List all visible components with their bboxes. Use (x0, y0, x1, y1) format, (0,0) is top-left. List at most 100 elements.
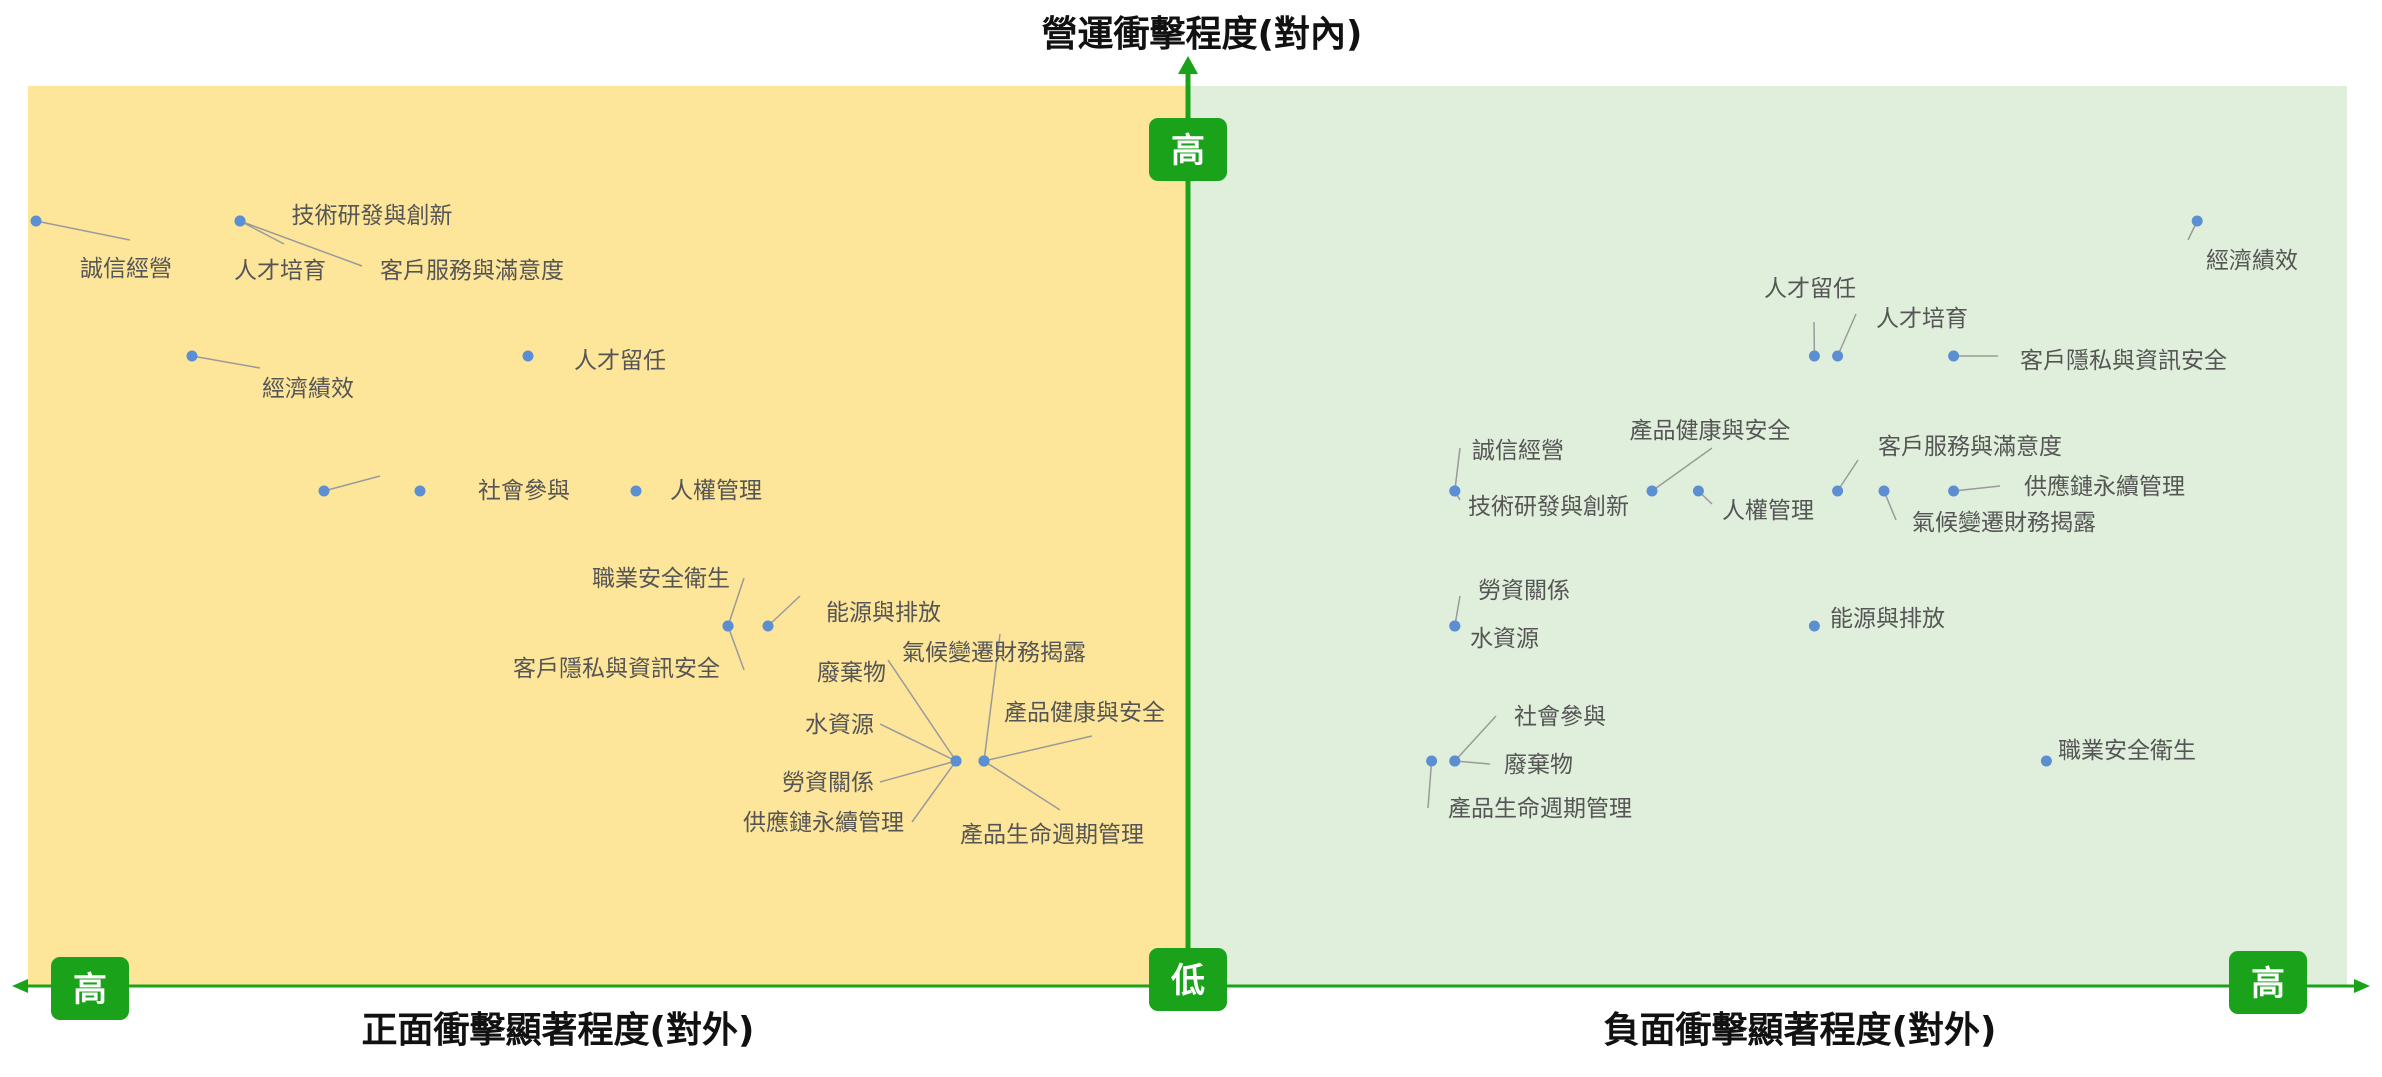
point-label: 廢棄物 (1504, 752, 1573, 778)
point-label: 社會參與 (478, 478, 570, 504)
right-x-axis-title: 負面衝擊顯著程度(對外) (1604, 1010, 1997, 1051)
point-label: 人才留任 (574, 348, 666, 374)
point-marker (978, 755, 990, 767)
data-point: 經濟績效 (2187, 215, 2298, 274)
x-axis-arrow-right (2354, 979, 2370, 993)
svg-text:低: 低 (1171, 961, 1205, 1001)
data-point: 產品生命週期管理 (960, 755, 1144, 848)
point-label: 誠信經營 (1472, 438, 1564, 464)
point-label: 經濟績效 (2206, 248, 2298, 274)
data-point: 水資源 (1449, 620, 1539, 652)
point-label: 水資源 (805, 712, 874, 738)
point-marker (1449, 620, 1461, 632)
data-point: 客戶服務與滿意度 (234, 215, 564, 284)
leader-line (983, 633, 1001, 762)
point-marker (1808, 620, 1820, 632)
point-marker (2191, 215, 2203, 227)
data-point: 產品健康與安全 (1630, 418, 1791, 497)
leader-line (239, 220, 285, 245)
leader-line (879, 760, 957, 783)
point-marker (30, 215, 42, 227)
point-label: 勞資關係 (1478, 578, 1570, 604)
data-point: 誠信經營 (1449, 438, 1564, 497)
point-marker (186, 350, 198, 362)
point-label: 人才留任 (1764, 276, 1856, 302)
badge-center-low: 低 (1149, 948, 1227, 1011)
data-point: 人才留任 (522, 348, 666, 374)
leader-line (767, 595, 801, 627)
leader-line (1427, 760, 1433, 809)
leader-line (1454, 760, 1491, 765)
svg-text:高: 高 (2251, 964, 2285, 1004)
point-label: 人才培育 (1876, 306, 1968, 332)
point-label: 客戶服務與滿意度 (380, 258, 564, 284)
point-marker (318, 485, 330, 497)
point-marker (1646, 485, 1658, 497)
point-label: 能源與排放 (1830, 606, 1945, 632)
leader-line (323, 475, 381, 492)
data-point: 客戶隱私與資訊安全 (513, 620, 745, 682)
svg-text:高: 高 (1171, 131, 1205, 171)
leader-line (1953, 485, 2001, 492)
data-point: 人才培育 (234, 215, 326, 284)
point-marker (1449, 485, 1461, 497)
point-marker (1449, 755, 1461, 767)
badge-top-high: 高 (1149, 118, 1227, 181)
point-marker (1692, 485, 1704, 497)
point-label: 產品生命週期管理 (960, 822, 1144, 848)
data-point: 客戶隱私與資訊安全 (1948, 348, 2227, 374)
data-point: 技術研發與創新 (292, 203, 453, 497)
point-marker (1832, 485, 1844, 497)
point-label: 供應鏈永續管理 (2024, 474, 2185, 500)
leader-line (191, 355, 261, 369)
badge-left-high: 高 (51, 957, 129, 1020)
leader-line (983, 735, 1093, 762)
point-label: 社會參與 (1514, 704, 1606, 730)
leader-line (879, 723, 957, 762)
data-point: 人才培育 (1832, 306, 1968, 362)
positive-impact-quadrant (28, 86, 1188, 986)
point-label: 人權管理 (670, 478, 762, 504)
point-label: 客戶隱私與資訊安全 (513, 656, 720, 682)
data-point: 能源與排放 (762, 595, 941, 632)
point-label: 技術研發與創新 (292, 203, 453, 229)
data-point: 人權管理 (630, 478, 762, 504)
positive-panel-points: 誠信經營人才培育客戶服務與滿意度經濟績效人才留任技術研發與創新社會參與人權管理職… (30, 203, 1165, 848)
leader-line (1836, 313, 1857, 357)
point-label: 產品健康與安全 (1630, 418, 1791, 444)
data-point: 誠信經營 (30, 215, 172, 282)
svg-text:高: 高 (73, 970, 107, 1010)
point-label: 產品生命週期管理 (1448, 796, 1632, 822)
leader-line (887, 659, 957, 762)
data-point: 供應鏈永續管理 (1948, 474, 2185, 500)
point-marker (762, 620, 774, 632)
leader-line (983, 760, 1061, 811)
point-label: 氣候變遷財務揭露 (902, 640, 1086, 666)
point-marker (234, 215, 246, 227)
data-point: 產品健康與安全 (978, 700, 1165, 767)
leader-line (911, 760, 957, 823)
leader-line (1651, 447, 1713, 492)
data-point: 能源與排放 (1808, 606, 1945, 632)
point-marker (1426, 755, 1438, 767)
y-axis-arrow (1178, 56, 1198, 74)
data-point: 產品生命週期管理 (1426, 755, 1632, 822)
point-label: 客戶隱私與資訊安全 (2020, 348, 2227, 374)
x-axis-arrow-left (12, 979, 28, 993)
data-point: 氣候變遷財務揭露 (1878, 485, 2096, 536)
point-label: 氣候變遷財務揭露 (1912, 510, 2096, 536)
point-label: 能源與排放 (826, 600, 941, 626)
point-marker (1832, 350, 1844, 362)
point-marker (522, 350, 534, 362)
leader-line (727, 577, 745, 627)
data-point: 客戶服務與滿意度 (1832, 434, 2062, 497)
leader-line (35, 220, 131, 241)
point-label: 供應鏈永續管理 (743, 810, 904, 836)
point-marker (2040, 755, 2052, 767)
badge-right-high: 高 (2229, 951, 2307, 1014)
leader-line (239, 220, 363, 267)
leader-line (1836, 459, 1859, 492)
point-marker (1948, 485, 1960, 497)
data-point: 經濟績效 (186, 350, 354, 402)
